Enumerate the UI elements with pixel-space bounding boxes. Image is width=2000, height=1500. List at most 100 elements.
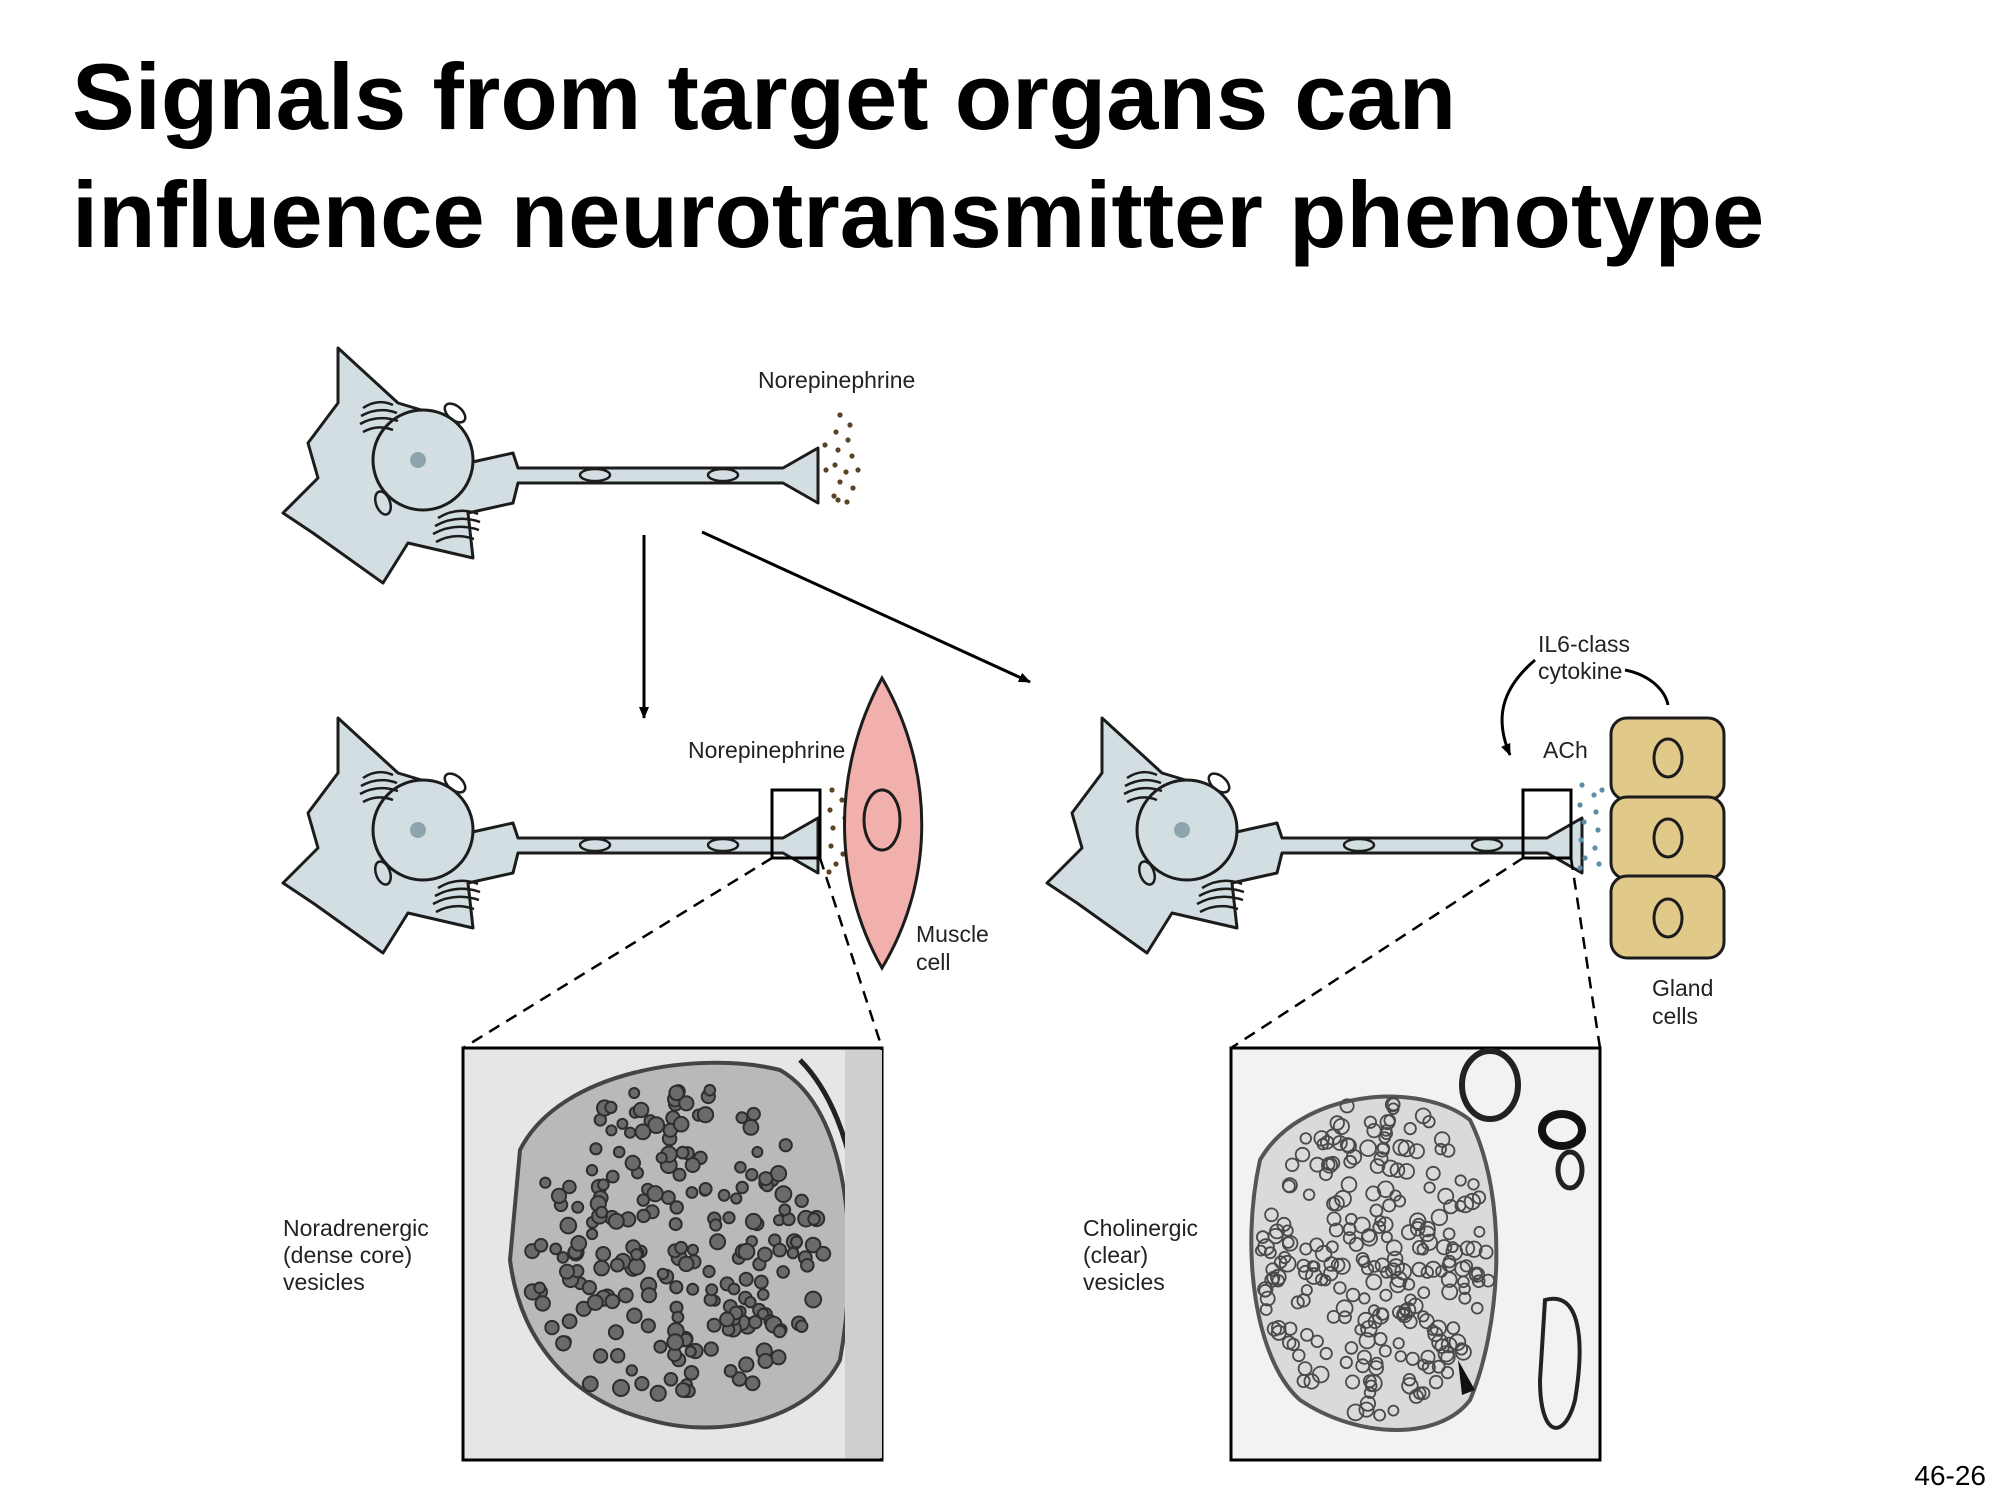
clear-vesicle [1361,1228,1376,1243]
clear-vesicle [1298,1264,1314,1281]
clear-vesicle [1358,1401,1375,1418]
clear-vesicle [1441,1283,1459,1301]
dense-core-vesicle [597,1178,610,1191]
clear-vesicle [1309,1156,1326,1173]
dense-core-vesicle [561,1313,578,1330]
dense-core-vesicle [678,1255,695,1273]
dense-core-vesicle [794,1193,809,1209]
clear-vesicle [1456,1195,1474,1214]
dense-core-vesicle [550,1187,568,1205]
clear-vesicle [1345,1287,1361,1303]
clear-vesicle [1467,1178,1480,1191]
dense-core-vesicle [640,1287,658,1304]
dense-core-vesicle [589,1142,603,1156]
muscle-label-line-1: Muscle [916,921,989,947]
clear-vesicle [1468,1266,1486,1283]
clear-vesicle [1339,1137,1356,1153]
dense-core-vesicle [549,1242,563,1256]
clear-vesicle [1442,1254,1457,1269]
clear-vesicle [1419,1225,1436,1243]
dense-core-vesicle [746,1106,761,1122]
clear-vesicle [1471,1190,1487,1205]
dense-core-vesicle [722,1211,736,1225]
clear-vesicle [1478,1244,1494,1260]
top-norepinephrine-dots [822,412,861,505]
dense-core-vesicle [607,1324,624,1341]
clear-vesicle [1328,1195,1345,1212]
clear-vesicle [1264,1207,1279,1223]
dense-core-vesicle [649,1384,667,1402]
clear-vesicle [1310,1334,1324,1349]
clear-vesicle [1313,1130,1330,1147]
dense-core-vesicle [686,1282,700,1296]
clear-vesicle [1404,1293,1417,1307]
dense-core-vesicle [674,1240,688,1255]
clear-vesicle [1386,1250,1404,1268]
clear-vesicle [1335,1299,1354,1318]
left-norepinephrine-label: Norepinephrine [688,737,845,763]
clear-vesicle [1345,1374,1361,1390]
dense-core-vesicle [684,1345,697,1358]
dense-core-vesicle [646,1185,664,1203]
clear-vesicle [1378,1131,1391,1144]
clear-vesicle [1458,1291,1472,1305]
dense-core-vesicle [751,1146,764,1158]
clear-vesicle [1403,1122,1417,1136]
clear-vesicles [1255,1096,1496,1422]
dense-core-vesicle [616,1117,629,1130]
dense-core-vesicle [634,1376,650,1392]
clear-vesicle [1423,1181,1436,1194]
clear-vesicle [1446,1321,1461,1335]
dense-core-vesicle [719,1311,735,1328]
clear-vesicle [1408,1143,1425,1160]
clear-vesicle [1420,1233,1438,1251]
clear-vesicle [1386,1097,1401,1112]
muscle-cell [843,674,924,971]
dense-core-vesicle [636,1193,650,1207]
clear-vesicle [1430,1208,1449,1227]
clear-vesicle [1328,1222,1344,1238]
clear-vesicle [1405,1351,1420,1366]
dense-core-vesicle [685,1186,699,1199]
clear-vesicle [1394,1262,1412,1281]
clear-vesicle [1440,1366,1455,1380]
clear-vesicle [1323,1256,1340,1272]
dense-core-vesicle [559,1216,578,1235]
clear-vesicle [1409,1221,1426,1237]
clear-vesicle [1426,1324,1439,1336]
clear-vesicle [1470,1301,1484,1315]
clear-vesicle [1392,1305,1406,1320]
dense-core-vesicle [738,1271,754,1287]
clear-vesicle [1458,1282,1471,1296]
page-number: 46-26 [1914,1460,1986,1491]
dense-core-vesicle [703,1341,719,1357]
dense-core-vesicle [592,1348,609,1364]
dense-core-vesicle [533,1281,547,1295]
dense-core-vesicle [709,1233,727,1251]
dense-core-vesicle [656,1267,670,1281]
dense-core-vesicles [523,1083,832,1402]
dense-core-vesicle [624,1126,637,1139]
left-terminal-box [770,788,822,860]
clear-vesicle [1270,1324,1287,1341]
dense-core-vesicle [666,1333,685,1351]
dense-core-vesicle [735,1111,749,1124]
clear-vesicle [1428,1374,1444,1390]
right-neuron-body [1045,716,1584,955]
clear-vesicle [1282,1179,1296,1193]
noradrenergic-label-line-3: vesicles [283,1269,365,1295]
dense-core-vesicle [744,1296,757,1309]
clear-vesicle [1446,1241,1459,1254]
dense-core-vesicle [807,1212,821,1226]
dense-core-vesicle [745,1168,759,1182]
gland-label-line-1: Gland [1652,975,1713,1001]
clear-vesicle [1362,1374,1377,1388]
clear-vesicle [1422,1115,1436,1129]
dense-core-vesicle [593,1259,610,1277]
clear-vesicle [1266,1270,1281,1285]
clear-vesicle [1332,1118,1350,1136]
gland-cells [1609,716,1726,960]
clear-vesicle [1321,1156,1339,1174]
clear-vesicle [1258,1283,1273,1298]
dense-core-vesicle [696,1106,715,1124]
